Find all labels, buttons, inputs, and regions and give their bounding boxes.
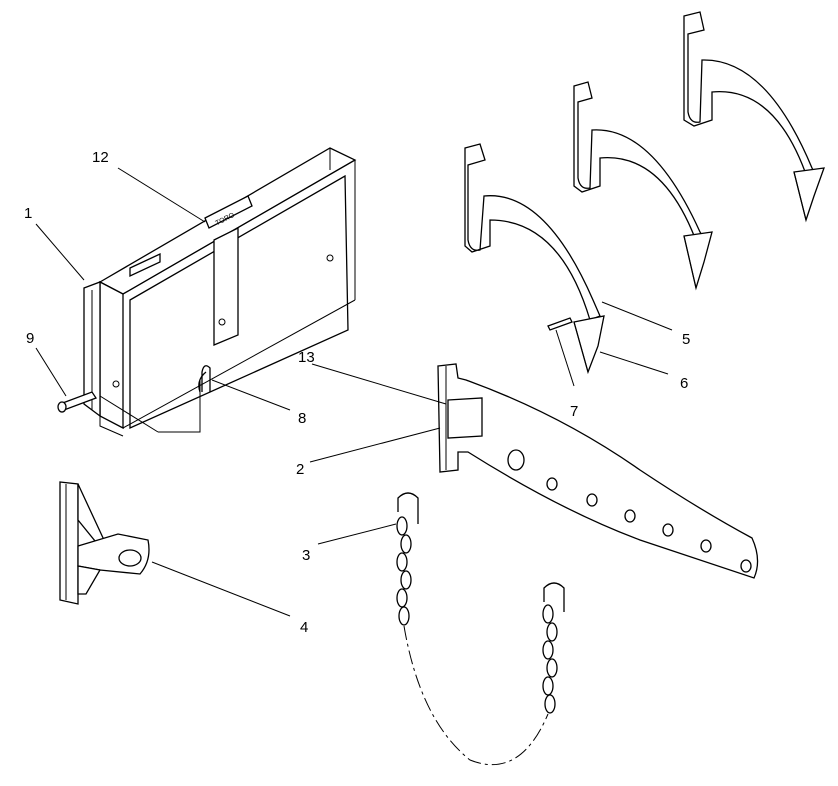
shank-middle <box>573 81 713 291</box>
shank-front <box>464 143 605 375</box>
clevis-pin <box>57 391 97 413</box>
roll-pin <box>547 317 573 331</box>
leader-lines <box>35 167 673 617</box>
callout-6: 6 <box>680 375 688 392</box>
callout-12: 12 <box>92 149 109 166</box>
hairpin-clip <box>198 365 211 393</box>
callout-2: 2 <box>296 461 304 478</box>
callout-5: 5 <box>682 331 690 348</box>
callout-13: 13 <box>298 349 315 366</box>
callout-9: 9 <box>26 330 34 347</box>
callout-8: 8 <box>298 410 306 427</box>
callout-1: 1 <box>24 205 32 222</box>
callout-7: 7 <box>570 403 578 420</box>
hitch-bracket <box>59 481 150 605</box>
mounting-frame: TORO <box>83 147 357 437</box>
safety-chain <box>396 492 565 766</box>
shank-rear <box>683 11 825 223</box>
callout-3: 3 <box>302 547 310 564</box>
drawbar <box>437 363 759 579</box>
callout-4: 4 <box>300 619 308 636</box>
